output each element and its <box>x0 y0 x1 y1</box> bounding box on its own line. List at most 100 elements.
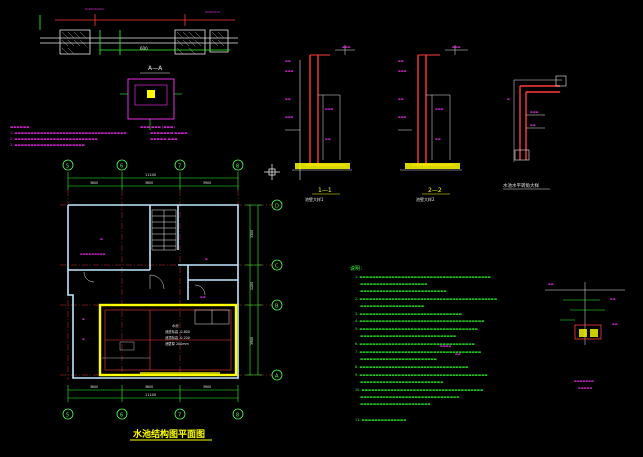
axis-label: 5 <box>66 164 69 170</box>
corner-detail <box>513 75 567 162</box>
axis-label: 5 <box>66 413 69 419</box>
plan-title: 水池结构图平面图 <box>133 428 205 440</box>
section-aa-notes: ▬▬▬ ▬▬▬ (▬▬▬) ▬▬▬▬▬▬▬ ▬▬▬▬ ▬▬▬▬▬ ▬▬▬ <box>140 125 188 141</box>
top-strip-labels: ▭▭▭▭▭ ▭▭▭▭ <box>85 6 220 14</box>
svg-text:▭▭▭▭▭: ▭▭▭▭▭ <box>85 6 104 11</box>
svg-text:▬: ▬ <box>100 237 103 241</box>
svg-text:▬▬: ▬▬ <box>435 137 441 141</box>
section-22-notes: ▬▬▬▬▬ ▬▬▬▬▬ ▬▬▬▬▬ ▬▬▬ <box>398 45 461 141</box>
svg-text:▬▬▬: ▬▬▬ <box>530 110 539 114</box>
note-number: 7. <box>355 350 358 354</box>
plan-grid-lines <box>60 190 272 380</box>
svg-text:▬▬: ▬▬ <box>325 137 331 141</box>
svg-text:▬▬▬▬▬▬▬▬▬: ▬▬▬▬▬▬▬▬▬ <box>80 252 106 256</box>
svg-text:▬▬: ▬▬ <box>530 123 536 127</box>
note-number: 2. <box>355 297 358 301</box>
svg-text:4. ▬▬▬▬▬▬▬▬▬▬▬▬▬▬▬▬▬▬▬▬▬▬▬▬▬▬▬: 4. ▬▬▬▬▬▬▬▬▬▬▬▬▬▬▬▬▬▬▬▬▬▬▬▬▬▬▬▬▬▬▬▬▬▬▬▬▬… <box>355 319 484 323</box>
svg-text:600: 600 <box>140 46 148 51</box>
section-22-detail <box>398 45 468 171</box>
notes-body: 1. ▬▬▬▬▬▬▬▬▬▬▬▬▬▬▬▬▬▬▬▬▬▬▬▬▬▬▬▬▬▬▬▬▬▬▬▬▬… <box>355 275 497 422</box>
plan-pool <box>98 303 238 377</box>
plan-bottom-axes: 5 6 7 8 <box>62 408 244 420</box>
plan-right-dim-segs: 3300 1200 3900 <box>250 230 254 345</box>
pool-note: 池壁厚 200mm <box>165 341 189 346</box>
dim-seg: 3600 <box>145 385 153 389</box>
axis-label: 7 <box>178 164 181 170</box>
notes-inline-marks: ▬▬▬▬ ▬▬ <box>440 344 461 356</box>
aa-left-notes: ▬▬▬▬▬▬： 1. ▬▬▬▬▬▬▬▬▬▬▬▬▬▬▬▬▬▬▬▬▬▬▬▬▬▬▬▬▬… <box>10 125 126 147</box>
dim-seg: 1200 <box>250 282 254 290</box>
note-number: 8. <box>355 365 358 369</box>
svg-text:3. ▬▬▬▬▬▬▬▬▬▬▬▬▬▬▬▬▬▬▬▬▬▬▬▬▬▬▬: 3. ▬▬▬▬▬▬▬▬▬▬▬▬▬▬▬▬▬▬▬▬▬▬▬▬▬▬▬▬▬▬▬▬ <box>355 312 462 316</box>
corner-detail-label: 水池水平转角大样 <box>503 182 539 189</box>
svg-text:2. ▬▬▬▬▬▬▬▬▬▬▬▬▬▬▬▬▬▬▬▬▬▬▬▬▬▬: 2. ▬▬▬▬▬▬▬▬▬▬▬▬▬▬▬▬▬▬▬▬▬▬▬▬▬▬ <box>10 137 98 141</box>
svg-text:▬▬▬▬: ▬▬▬▬ <box>440 344 452 348</box>
svg-text:▭▭▭▭: ▭▭▭▭ <box>205 9 220 14</box>
note-number: 9. <box>355 373 358 377</box>
svg-text:▬▬: ▬▬ <box>548 282 554 286</box>
svg-text:▬▬▬: ▬▬▬ <box>342 45 351 49</box>
svg-text:5. ▬▬▬▬▬▬▬▬▬▬▬▬▬▬▬▬▬▬▬▬▬▬▬▬▬▬▬: 5. ▬▬▬▬▬▬▬▬▬▬▬▬▬▬▬▬▬▬▬▬▬▬▬▬▬▬▬▬▬▬▬▬▬▬▬▬▬ <box>355 327 478 331</box>
note-number: 11. <box>355 418 360 422</box>
dim-seg: 3900 <box>203 385 211 389</box>
svg-text:▬▬▬ ▬▬▬ (▬▬▬): ▬▬▬ ▬▬▬ (▬▬▬) <box>140 125 175 129</box>
section-aa-detail <box>120 78 182 130</box>
note-number: 5. <box>355 327 358 331</box>
section-22-label: 2—2 <box>428 187 442 194</box>
svg-text:▬: ▬ <box>507 97 510 101</box>
svg-text:▬: ▬ <box>82 337 85 341</box>
svg-text:▬▬▬: ▬▬▬ <box>398 69 407 73</box>
plan-pool-notes: 水池 池底标高 -0.800 池顶标高 -0.200 池壁厚 200mm <box>165 323 190 346</box>
axis-label: B <box>275 304 279 310</box>
plan-bottom-dim-segs: 3600 3600 3900 <box>90 385 211 389</box>
svg-text:▬▬▬: ▬▬▬ <box>325 107 334 111</box>
svg-text:▬▬: ▬▬ <box>398 97 404 101</box>
svg-text:▬▬▬▬▬▬▬▬▬▬▬▬▬▬▬▬▬▬▬▬▬▬▬▬▬▬▬▬▬▬: ▬▬▬▬▬▬▬▬▬▬▬▬▬▬▬▬▬▬▬▬▬▬▬▬▬▬▬▬▬▬▬ <box>360 395 459 399</box>
svg-text:▬▬: ▬▬ <box>200 295 206 299</box>
svg-text:▬▬▬: ▬▬▬ <box>435 107 444 111</box>
plan-walls <box>67 204 239 379</box>
svg-text:▬▬: ▬▬ <box>612 322 618 326</box>
small-detail <box>545 282 625 345</box>
svg-text:3. ▬▬▬▬▬▬▬▬▬▬▬▬▬▬▬▬▬▬▬▬▬▬: 3. ▬▬▬▬▬▬▬▬▬▬▬▬▬▬▬▬▬▬▬▬▬▬ <box>10 143 85 147</box>
pool-note: 池底标高 -0.800 <box>165 329 190 334</box>
svg-text:▬▬▬▬▬▬：: ▬▬▬▬▬▬： <box>10 125 33 129</box>
note-number: 4. <box>355 319 358 323</box>
svg-text:1. ▬▬▬▬▬▬▬▬▬▬▬▬▬▬▬▬▬▬▬▬▬▬▬▬▬▬▬: 1. ▬▬▬▬▬▬▬▬▬▬▬▬▬▬▬▬▬▬▬▬▬▬▬▬▬▬▬▬▬▬▬▬▬▬▬▬▬… <box>355 275 491 279</box>
svg-text:▬▬▬: ▬▬▬ <box>285 69 294 73</box>
cad-crosshair <box>264 164 280 180</box>
svg-text:1. ▬▬▬▬▬▬▬▬▬▬▬▬▬▬▬▬▬▬▬▬▬▬▬▬▬▬▬: 1. ▬▬▬▬▬▬▬▬▬▬▬▬▬▬▬▬▬▬▬▬▬▬▬▬▬▬▬▬▬▬▬▬▬▬▬ <box>10 131 126 135</box>
svg-text:2. ▬▬▬▬▬▬▬▬▬▬▬▬▬▬▬▬▬▬▬▬▬▬▬▬▬▬▬: 2. ▬▬▬▬▬▬▬▬▬▬▬▬▬▬▬▬▬▬▬▬▬▬▬▬▬▬▬▬▬▬▬▬▬▬▬▬▬… <box>355 297 497 301</box>
svg-text:▬▬: ▬▬ <box>285 59 291 63</box>
svg-text:▬▬▬: ▬▬▬ <box>285 115 294 119</box>
plan-bottom-dim-total: 11100 <box>145 393 156 397</box>
axis-label: 8 <box>236 413 239 419</box>
svg-text:10. ▬▬▬▬▬▬▬▬▬▬▬▬▬▬▬▬▬▬▬▬▬▬▬▬▬▬: 10. ▬▬▬▬▬▬▬▬▬▬▬▬▬▬▬▬▬▬▬▬▬▬▬▬▬▬▬▬▬▬▬▬▬▬▬▬… <box>355 388 483 392</box>
svg-text:▬▬▬▬▬▬▬▬▬▬▬▬▬▬▬▬▬▬▬▬: ▬▬▬▬▬▬▬▬▬▬▬▬▬▬▬▬▬▬▬▬ <box>360 304 424 308</box>
dim-seg: 3600 <box>145 181 153 185</box>
axis-label: 6 <box>120 164 123 170</box>
pool-note: 池顶标高 -0.200 <box>165 335 190 340</box>
svg-text:8. ▬▬▬▬▬▬▬▬▬▬▬▬▬▬▬▬▬▬▬▬▬▬▬▬▬▬▬: 8. ▬▬▬▬▬▬▬▬▬▬▬▬▬▬▬▬▬▬▬▬▬▬▬▬▬▬▬▬▬▬▬▬▬▬ <box>355 365 468 369</box>
plan-top-dim-segs: 3600 3600 3900 <box>90 181 211 185</box>
notes-heading: 说明： <box>350 265 365 272</box>
dim-seg: 3900 <box>203 181 211 185</box>
note-number: 3. <box>355 312 358 316</box>
plan-top-axes: 5 6 7 8 <box>62 159 244 171</box>
svg-text:▬▬: ▬▬ <box>398 59 404 63</box>
svg-text:▬▬▬▬▬▬▬▬▬▬▬▬▬▬▬▬▬▬▬▬▬: ▬▬▬▬▬▬▬▬▬▬▬▬▬▬▬▬▬▬▬▬▬ <box>360 282 427 286</box>
svg-text:▬▬▬: ▬▬▬ <box>398 115 407 119</box>
axis-label: C <box>275 264 279 270</box>
corner-detail-notes: ▬▬▬▬▬ ▬ <box>507 97 539 127</box>
svg-text:▬▬▬▬▬▬▬▬▬▬▬▬▬▬▬▬▬▬▬▬▬▬▬▬▬▬▬: ▬▬▬▬▬▬▬▬▬▬▬▬▬▬▬▬▬▬▬▬▬▬▬▬▬▬▬ <box>360 289 447 293</box>
dim-seg: 3600 <box>90 385 98 389</box>
section-11-sub: 池壁大样1 <box>305 196 324 202</box>
svg-text:9. ▬▬▬▬▬▬▬▬▬▬▬▬▬▬▬▬▬▬▬▬▬▬▬▬▬▬▬: 9. ▬▬▬▬▬▬▬▬▬▬▬▬▬▬▬▬▬▬▬▬▬▬▬▬▬▬▬▬▬▬▬▬▬▬▬▬▬… <box>355 373 487 377</box>
note-number: 1. <box>355 275 358 279</box>
axis-label: 6 <box>120 413 123 419</box>
axis-label: 7 <box>178 413 181 419</box>
dim-seg: 3900 <box>250 337 254 345</box>
svg-text:6. ▬▬▬▬▬▬▬▬▬▬▬▬▬▬▬▬▬▬▬▬▬▬▬▬▬▬▬: 6. ▬▬▬▬▬▬▬▬▬▬▬▬▬▬▬▬▬▬▬▬▬▬▬▬▬▬▬▬▬▬▬▬▬▬▬▬ <box>355 342 475 346</box>
note-number: 6. <box>355 342 358 346</box>
